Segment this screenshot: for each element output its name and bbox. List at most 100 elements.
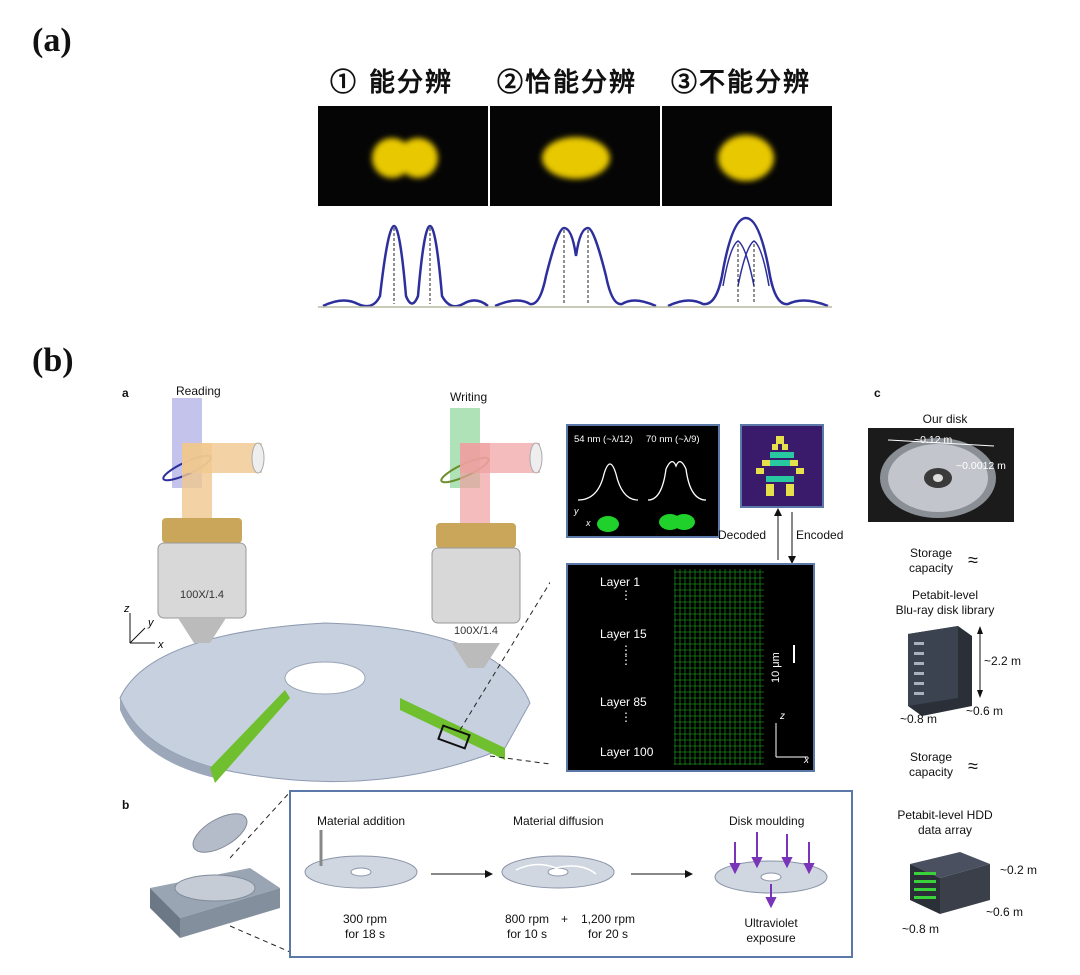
step-2-cap4: for 20 s — [587, 927, 629, 941]
capacity-1: capacity — [908, 561, 954, 575]
right-obj-tip — [452, 643, 500, 668]
decode-encode-arrows — [774, 508, 796, 564]
hdd-width: ~0.8 m — [902, 922, 940, 936]
right-obj-text: 100X/1.4 — [454, 625, 498, 637]
axis-y: y — [147, 617, 155, 629]
disk-hole — [284, 661, 366, 695]
storage-2: Storage — [909, 750, 953, 764]
encoded-label: Encoded — [796, 528, 844, 542]
layer-axis-z: z — [780, 711, 785, 722]
curve-3 — [667, 216, 829, 308]
panel-a-label: (a) — [32, 22, 72, 59]
profile-inset: 54 nm (~λ/12) 70 nm (~λ/9) y x — [566, 424, 720, 538]
fabrication-box: Material addition Material diffusion Dis… — [289, 790, 853, 958]
orange-beam-v — [182, 443, 212, 523]
curve-2 — [494, 226, 657, 308]
curve-3-inner-a — [722, 240, 755, 287]
sub-a-letter: a — [122, 386, 129, 400]
library-label-1: Petabit-level — [911, 588, 979, 602]
capacity-2: capacity — [908, 765, 954, 779]
right-obj-top — [436, 523, 516, 548]
approx-1: ≈ — [968, 550, 978, 570]
sub-b-letter: b — [122, 798, 130, 812]
our-disk-label: Our disk — [922, 412, 968, 426]
step-1-cap2: for 18 s — [344, 927, 386, 941]
axis-z: z — [123, 603, 130, 615]
library-width: ~0.8 m — [900, 712, 938, 726]
disk-library-illustration — [908, 626, 983, 716]
blob-1b — [398, 138, 438, 178]
layer-1: Layer 1 — [600, 575, 641, 589]
zoom-lines-b — [230, 791, 291, 953]
step-3-cap2: exposure — [746, 931, 796, 945]
curve-3-inner-b — [737, 240, 770, 287]
scale-label: 10 μm — [770, 652, 782, 683]
sub-c-letter: c — [874, 386, 881, 400]
layer-axis-x: x — [804, 755, 809, 766]
scale-bar — [793, 645, 795, 663]
decoded-label: Decoded — [718, 528, 767, 542]
layer-85: Layer 85 — [600, 695, 647, 709]
hdd-height: ~0.2 m — [1000, 863, 1038, 877]
left-mirror — [251, 442, 265, 474]
profile-right-label: 70 nm (~λ/9) — [646, 434, 700, 445]
right-mirror — [529, 442, 543, 474]
optical-setup-illustration: 100X/1.4 100X/1.4 z y x — [119, 398, 550, 783]
step-3-title: Disk moulding — [729, 814, 805, 828]
step-2-cap2: for 10 s — [506, 927, 548, 941]
layer-15: Layer 15 — [600, 627, 647, 641]
disk-thickness-label: ~0.0012 m — [956, 460, 1006, 472]
reading-label: Reading — [176, 384, 221, 398]
encoded-image — [740, 424, 824, 508]
pixel-figure — [756, 436, 804, 496]
layer-100: Layer 100 — [600, 745, 654, 759]
disk-cut-left — [210, 690, 290, 783]
step-2-cap3: 1,200 rpm — [580, 912, 636, 926]
red-beam-v — [460, 443, 490, 523]
curve-1 — [322, 224, 489, 308]
panel-b-label: (b) — [32, 342, 74, 379]
inset-axis-y: y — [574, 506, 579, 516]
disk-diameter-label: ~0.12 m — [914, 434, 953, 446]
step-1-title: Material addition — [317, 814, 406, 828]
library-depth: ~0.6 m — [966, 704, 1004, 718]
blob-2 — [542, 137, 610, 179]
left-obj-body — [157, 542, 247, 619]
approx-2: ≈ — [968, 756, 978, 776]
layer-axes — [775, 723, 808, 758]
step-2-plus: + — [561, 912, 569, 926]
step-2-title: Material diffusion — [513, 814, 604, 828]
spin-coater-illustration — [150, 813, 280, 938]
step-3-cap1: Ultraviolet — [744, 916, 798, 930]
disk-photo: ~0.12 m ~0.0012 m — [868, 428, 1014, 522]
writing-label: Writing — [450, 390, 488, 404]
layer-dots-2: ⋮⋮ — [620, 643, 632, 667]
hdd-array-illustration — [910, 852, 990, 914]
hdd-label-1: Petabit-level HDD — [897, 808, 993, 822]
axis-x: x — [157, 639, 164, 651]
layer-data-rows — [674, 569, 764, 765]
library-label-2: Blu-ray disk library — [895, 603, 995, 617]
profile-curves — [577, 461, 707, 532]
selection-box — [437, 724, 471, 750]
layer-dots-1: ⋮ — [620, 588, 632, 602]
step-2-cap1: 800 rpm — [504, 912, 550, 926]
heading-just-resolvable: ②恰能分辨 — [497, 68, 638, 98]
profile-left-label: 54 nm (~λ/12) — [574, 434, 633, 445]
left-obj-tip — [178, 618, 226, 643]
fabrication-diagram — [304, 830, 828, 909]
heading-unresolvable: ③不能分辨 — [671, 68, 812, 98]
layers-panel: Layer 1 ⋮ Layer 15 ⋮⋮ Layer 85 ⋮ Layer 1… — [566, 563, 815, 772]
library-height: ~2.2 m — [984, 654, 1022, 668]
left-obj-text: 100X/1.4 — [180, 589, 224, 601]
inset-axis-x: x — [586, 518, 591, 528]
layer-data-stripes — [674, 569, 764, 765]
heading-resolvable: ① 能分辨 — [330, 68, 454, 98]
hdd-depth: ~0.6 m — [986, 905, 1024, 919]
resolution-figure — [318, 106, 832, 308]
storage-1: Storage — [909, 546, 953, 560]
zoom-line-bottom — [489, 755, 550, 765]
disk-top — [119, 622, 531, 783]
zoom-line-top — [459, 581, 550, 731]
disk-edge-left — [120, 698, 215, 778]
